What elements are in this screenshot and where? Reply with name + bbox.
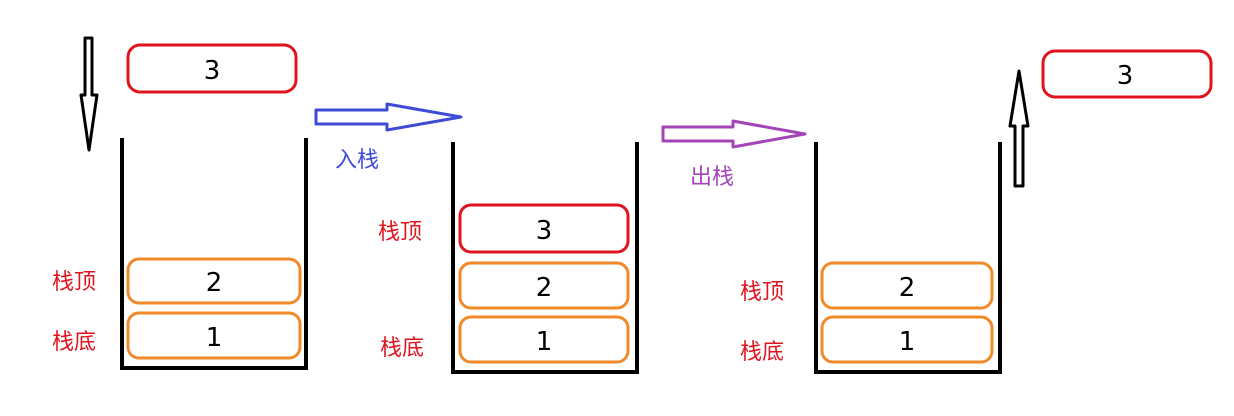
stack-container <box>814 142 1002 374</box>
right-arrow-icon <box>661 119 807 149</box>
push-label: 入栈 <box>335 148 379 173</box>
stack-element-1: 1 <box>458 315 630 364</box>
stack-3: 2 1 栈顶 栈底 3 <box>740 49 1213 374</box>
stack-container <box>120 138 308 370</box>
stack-top-label: 栈顶 <box>52 270 96 295</box>
stack-element-1: 1 <box>820 315 994 364</box>
stack-element-1: 1 <box>126 311 302 360</box>
stack-2: 3 2 1 栈顶 栈底 <box>378 142 639 374</box>
stack-bottom-label: 栈底 <box>52 330 96 355</box>
stack-element-2: 2 <box>820 261 994 310</box>
stack-container <box>451 142 639 374</box>
pop-label: 出栈 <box>690 165 734 190</box>
incoming-element-text: 3 <box>204 56 221 86</box>
stack-top-label: 栈顶 <box>740 280 784 305</box>
pop-arrow: 出栈 <box>661 119 807 190</box>
stack-1: 3 2 1 栈顶 栈底 <box>52 36 308 370</box>
stack-bottom-label: 栈底 <box>740 340 784 365</box>
stack-element-text: 2 <box>206 268 223 298</box>
stack-element-2: 2 <box>458 261 630 310</box>
stack-element-text: 1 <box>899 327 916 357</box>
stack-element-text: 2 <box>536 273 553 303</box>
right-arrow-icon <box>314 102 463 132</box>
stack-top-label: 栈顶 <box>378 220 422 245</box>
stack-element-2: 2 <box>126 257 302 305</box>
outgoing-element-text: 3 <box>1117 61 1134 91</box>
stack-element-text: 2 <box>899 273 916 303</box>
down-arrow-icon <box>79 36 99 152</box>
push-arrow: 入栈 <box>314 102 463 173</box>
stack-element-text: 1 <box>206 323 223 353</box>
stack-element-text: 3 <box>536 216 553 246</box>
stack-element-text: 1 <box>536 327 553 357</box>
outgoing-element-3: 3 <box>1041 49 1213 99</box>
stack-element-3: 3 <box>458 203 630 254</box>
up-arrow-icon <box>1008 69 1030 188</box>
incoming-element-3: 3 <box>126 43 298 94</box>
stack-bottom-label: 栈底 <box>380 336 424 361</box>
